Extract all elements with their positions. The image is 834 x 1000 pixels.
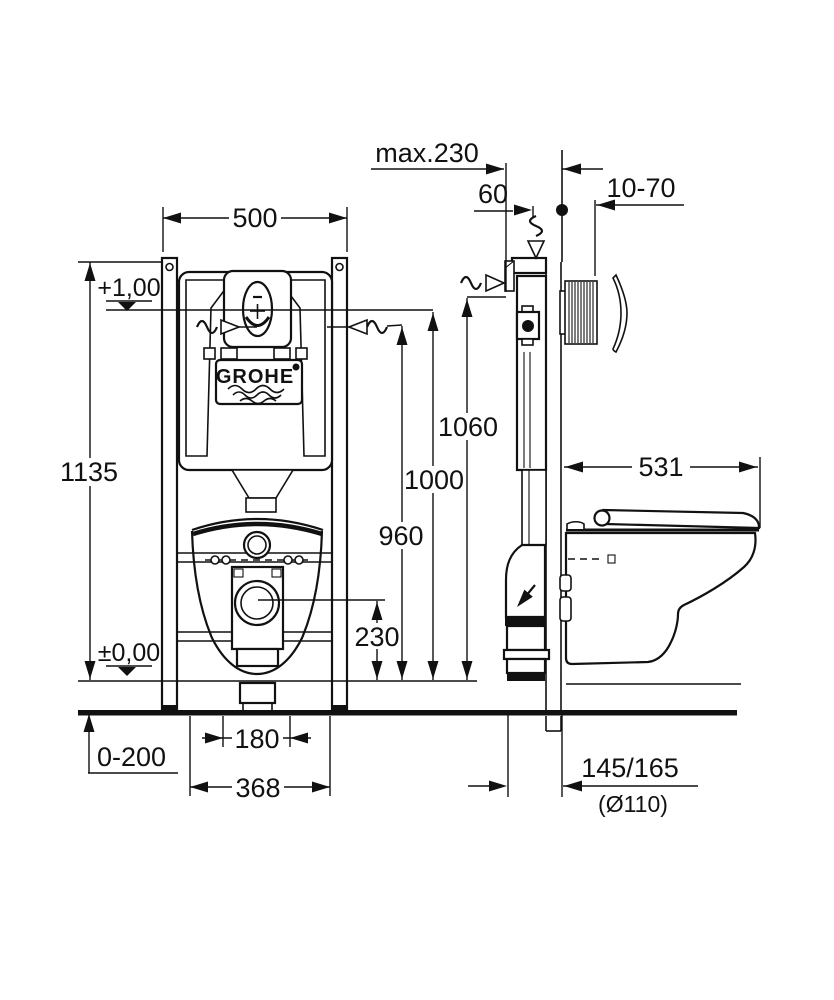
frame-rail-right — [330, 256, 349, 714]
grohe-logo: GROHE — [214, 358, 304, 406]
water-inlet-arrow-right-icon — [327, 318, 403, 336]
water-inlet-arrow-left-icon — [195, 318, 257, 336]
dim-frame-height: 1135 — [56, 262, 122, 680]
registered-mark-icon — [292, 363, 300, 371]
dim-inlet-offset: 60 — [474, 179, 534, 217]
discharge-bend — [502, 543, 562, 732]
side-view — [459, 150, 761, 732]
floor-line — [78, 710, 737, 716]
dim-frame-width: 500 — [162, 197, 348, 252]
flush-plate-side — [612, 273, 628, 354]
reference-dot-icon — [556, 204, 568, 216]
dim-label-180: 180 — [234, 724, 279, 754]
dim-label-1000: 1000 — [404, 465, 464, 495]
frame-side-profile — [504, 256, 548, 546]
level-label-zero: ±0,00 — [98, 639, 160, 667]
dim-wall-finish: 10-70 — [594, 173, 684, 276]
logo-wave-icon — [227, 384, 285, 394]
flush-plate — [222, 269, 293, 349]
dim-label-max230: max.230 — [375, 138, 479, 168]
dim-label-10-70: 10-70 — [606, 173, 675, 203]
level-marker-zero-icon: ±0,00 — [98, 639, 160, 676]
level-label-plus: +1,00 — [97, 274, 160, 302]
dim-label-outlet-diameter: (Ø110) — [598, 791, 668, 817]
dim-label-1060: 1060 — [438, 412, 498, 442]
dim-top-inlet-height: 1060 — [437, 298, 499, 680]
dimensions: 500 1135 +1,00 ±0,00 0-200 — [56, 138, 761, 817]
dim-label-145-165: 145/165 — [581, 753, 679, 783]
water-inlet-arrow-top-icon — [526, 214, 546, 260]
dim-label-230: 230 — [354, 622, 399, 652]
inlet-sleeve — [559, 280, 598, 345]
dim-label-500: 500 — [232, 203, 277, 233]
toilet-bowl-front — [190, 517, 324, 711]
dim-bolt-spacing: 180 — [202, 716, 311, 754]
dim-label-1135: 1135 — [60, 457, 118, 487]
dim-label-0-200: 0-200 — [97, 742, 166, 772]
dim-label-960: 960 — [378, 521, 423, 551]
dim-plate-center-height: 1000 — [403, 312, 465, 680]
toilet-side — [559, 508, 761, 685]
level-marker-plus-icon: +1,00 — [97, 274, 161, 311]
flush-button-arc — [244, 316, 271, 327]
seat-lid — [595, 508, 761, 530]
dim-label-368: 368 — [235, 773, 280, 803]
seat-hinge — [593, 509, 611, 527]
frame-rail-left — [160, 256, 179, 714]
flush-button — [241, 280, 274, 338]
dim-flush-bend-height: 230 — [351, 601, 403, 680]
water-inlet-arrow-side-icon — [459, 273, 506, 298]
dim-bowl-depth: 531 — [564, 452, 761, 528]
cistern-front: GROHE — [177, 270, 334, 513]
dim-foot-adjustment: 0-200 — [83, 713, 178, 774]
dim-max-depth: max.230 — [371, 138, 603, 292]
front-view: GROHE — [160, 256, 403, 714]
fill-valve-icon — [522, 320, 534, 332]
dim-side-inlet-height: 960 — [375, 326, 428, 680]
brand-text: GROHE — [216, 366, 294, 388]
bowl-profile — [564, 531, 757, 666]
dim-label-60: 60 — [478, 179, 508, 209]
dim-label-531: 531 — [638, 452, 683, 482]
dim-outlet-distance: 145/165 (Ø110) — [468, 714, 698, 817]
dim-base-width: 368 — [189, 716, 331, 803]
